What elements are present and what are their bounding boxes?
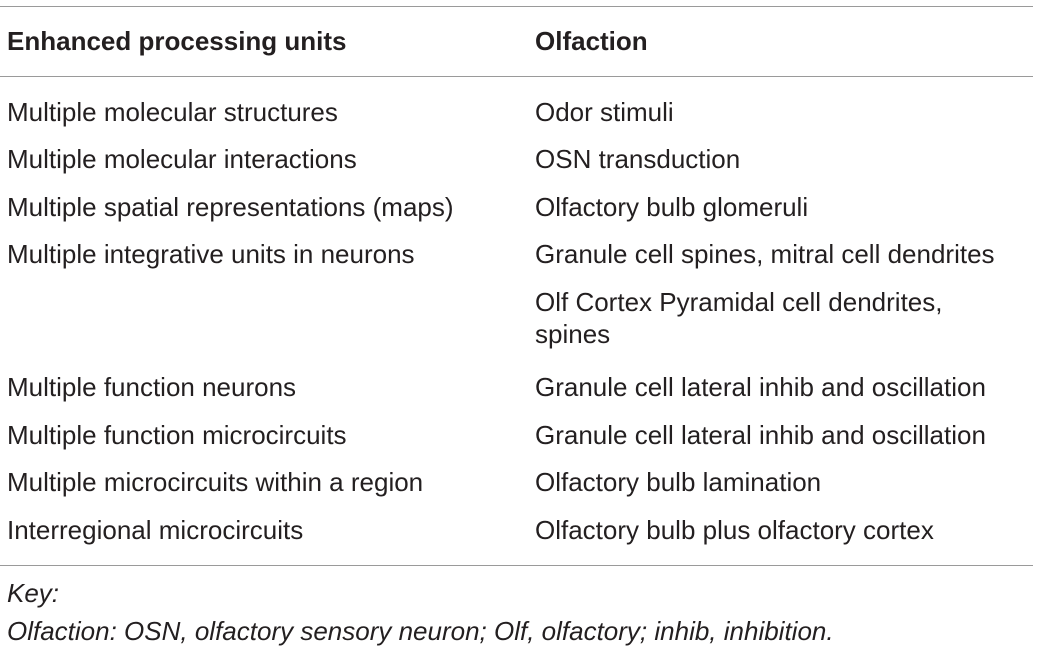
row-unit-cell: Interregional microcircuits bbox=[7, 515, 304, 545]
row-olfaction-cell: Granule cell lateral inhib and oscillati… bbox=[535, 372, 986, 402]
row-unit-cell: Multiple integrative units in neurons bbox=[7, 239, 415, 269]
footnote-key-label: Key: bbox=[7, 578, 60, 608]
row-unit-cell: Multiple function microcircuits bbox=[7, 420, 347, 450]
row-olfaction-cell: Olfactory bulb plus olfactory cortex bbox=[535, 515, 934, 545]
row-olfaction-cell: Granule cell spines, mitral cell dendrit… bbox=[535, 239, 995, 269]
row-unit-cell: Multiple microcircuits within a region bbox=[7, 467, 424, 497]
row-olfaction-cell: Granule cell lateral inhib and oscillati… bbox=[535, 420, 986, 450]
row-olfaction-cell: Olf Cortex Pyramidal cell dendrites, spi… bbox=[535, 287, 943, 349]
row-olfaction-cell: Olfactory bulb glomeruli bbox=[535, 192, 809, 222]
table-top-rule bbox=[0, 6, 1033, 7]
row-olfaction-cell: OSN transduction bbox=[535, 144, 741, 174]
column-header-olfaction: Olfaction bbox=[535, 26, 648, 56]
footnote-text: Olfaction: OSN, olfactory sensory neuron… bbox=[7, 616, 834, 646]
row-olfaction-cell: Odor stimuli bbox=[535, 97, 674, 127]
row-olfaction-cell: Olfactory bulb lamination bbox=[535, 467, 822, 497]
row-unit-cell: Multiple spatial representations (maps) bbox=[7, 192, 454, 222]
row-unit-cell: Multiple molecular structures bbox=[7, 97, 338, 127]
header-rule bbox=[0, 76, 1033, 77]
row-unit-cell: Multiple function neurons bbox=[7, 372, 297, 402]
column-header-processing-units: Enhanced processing units bbox=[7, 26, 347, 56]
table-bottom-rule bbox=[0, 565, 1033, 566]
row-unit-cell: Multiple molecular interactions bbox=[7, 144, 357, 174]
